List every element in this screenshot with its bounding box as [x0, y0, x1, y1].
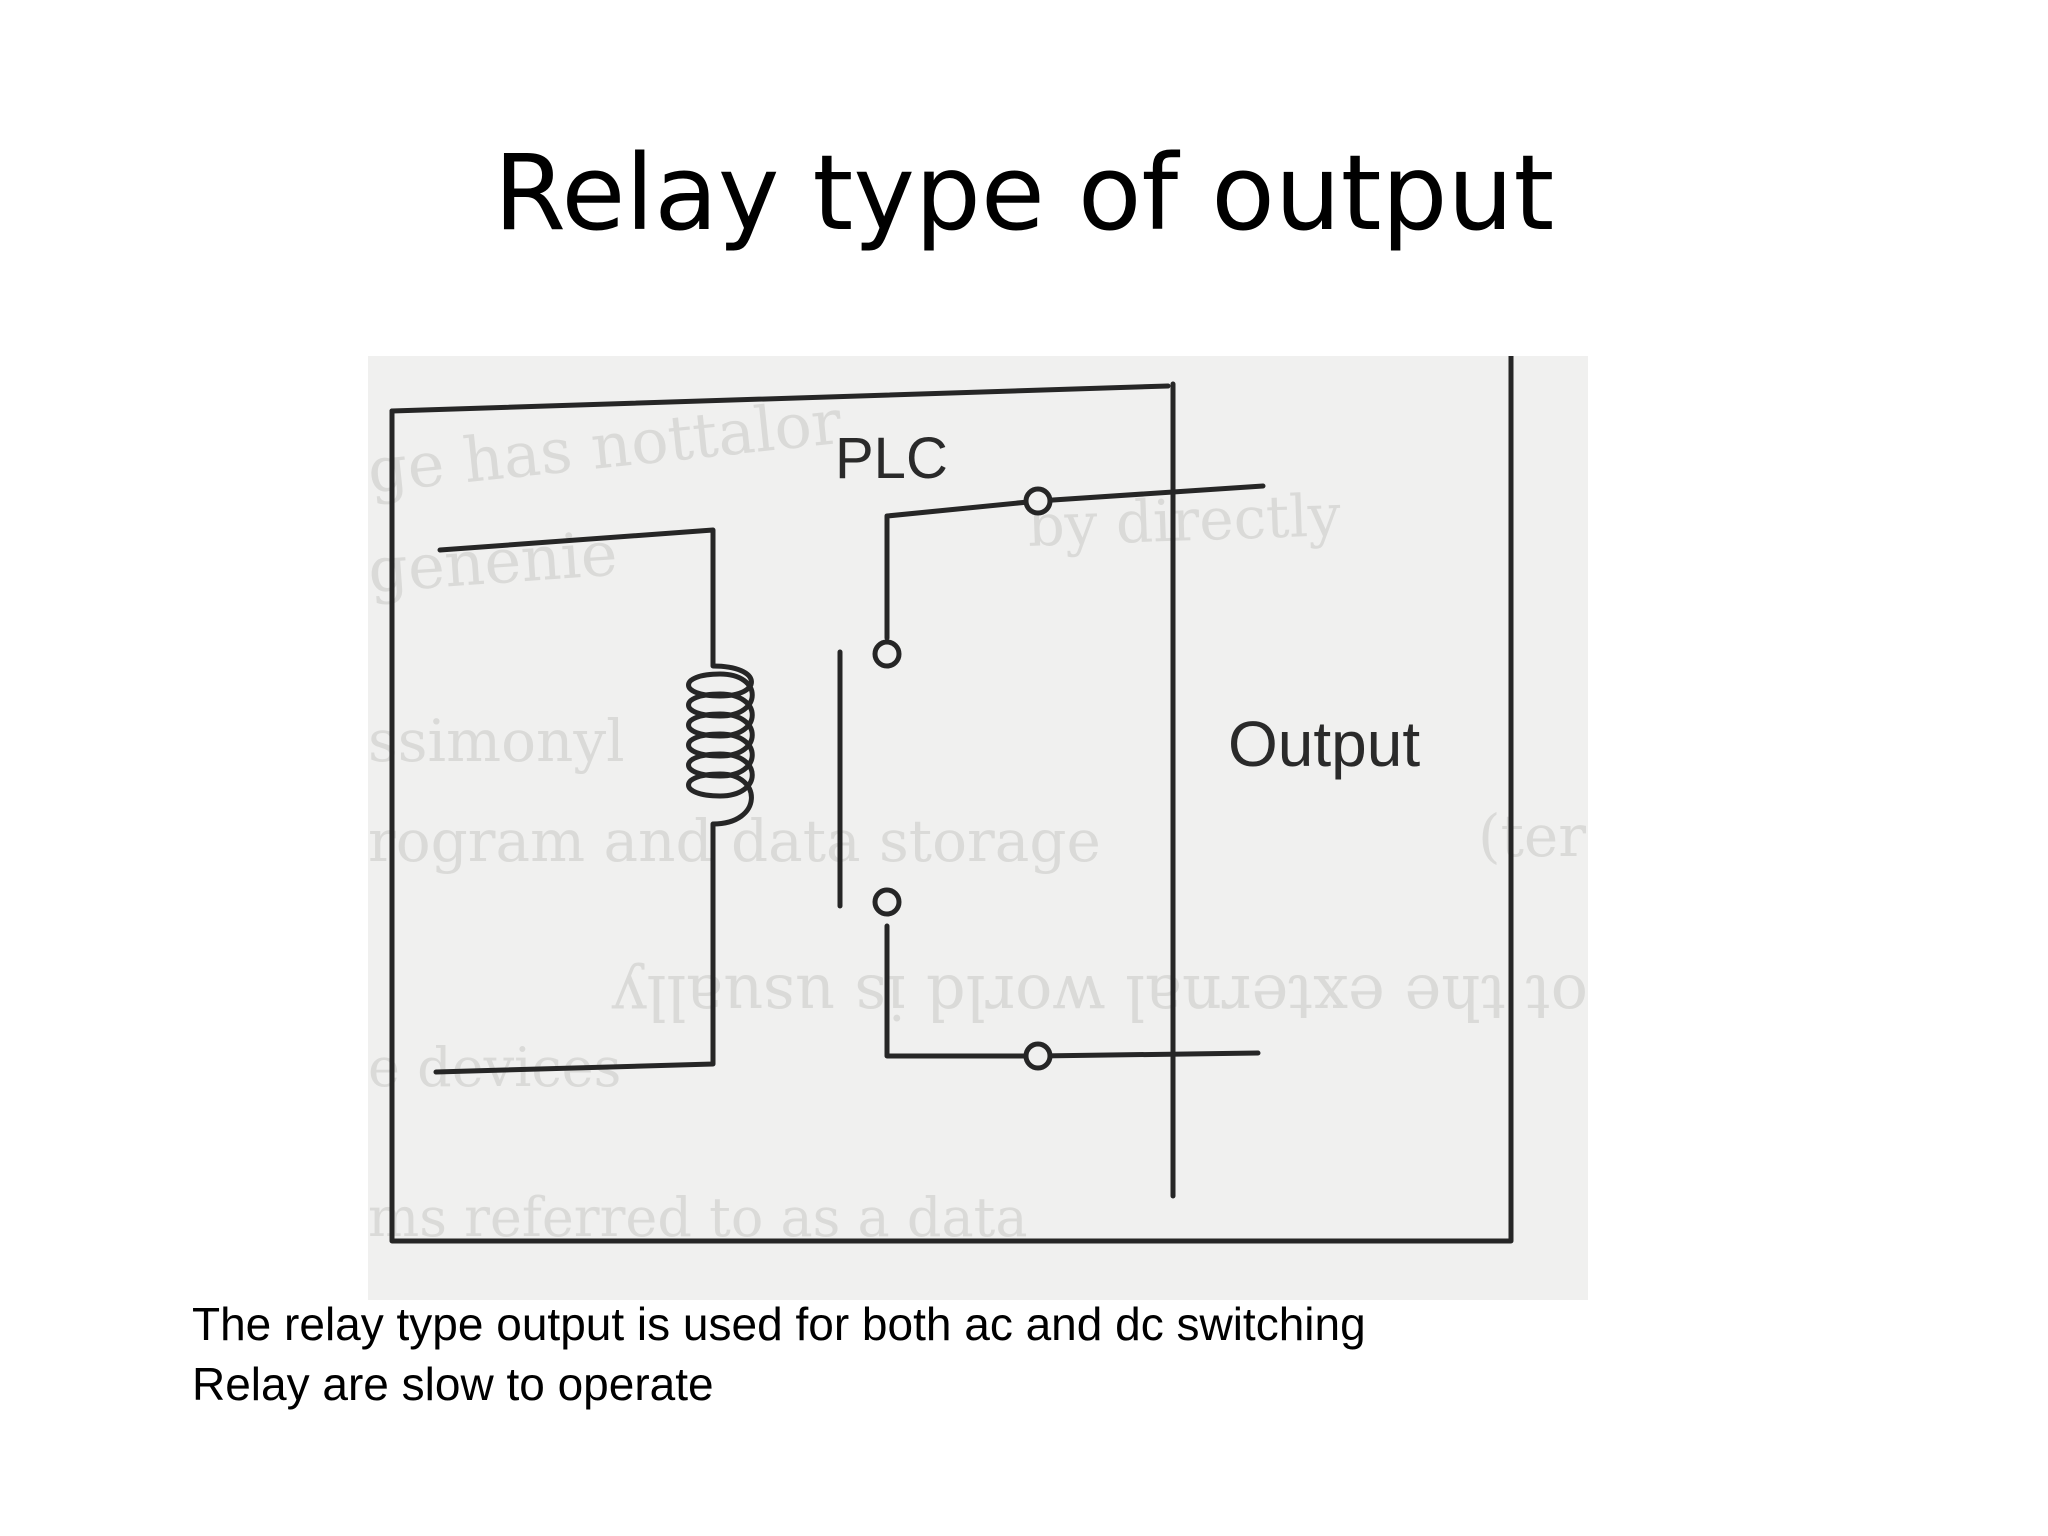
upper-contact-terminal	[872, 639, 902, 669]
svg-text:by directly: by directly	[1026, 481, 1342, 560]
upper-output-terminal	[1023, 486, 1053, 516]
svg-text:genenie: genenie	[368, 517, 620, 607]
lower-contact-wire	[884, 923, 1041, 1059]
upper-output-wire	[1035, 483, 1266, 504]
relay-diagram-photo: ge has nottalor genenie by directly ssim…	[368, 356, 1588, 1300]
caption: The relay type output is used for both a…	[192, 1294, 1366, 1414]
svg-text:rogram and data storage: rogram and data storage	[368, 807, 1101, 875]
coil-top-wire	[437, 527, 716, 669]
enclosure-top-edge	[389, 383, 1171, 414]
caption-line-slow: Relay are slow to operate	[192, 1358, 714, 1410]
relay-circuit-diagram: ge has nottalor genenie by directly ssim…	[368, 356, 1588, 1249]
lower-output-terminal	[1023, 1041, 1053, 1071]
lower-output-wire	[1035, 1050, 1261, 1059]
plc-label: PLC	[835, 426, 948, 491]
bleed-through-texture: ge has nottalor genenie by directly ssim…	[368, 385, 1588, 1249]
upper-contact-wire	[884, 498, 1041, 641]
lower-contact-terminal	[872, 887, 902, 917]
svg-text:ot the external world is usual: ot the external world is usually	[612, 961, 1588, 1034]
slide-title: Relay type of output	[493, 132, 1555, 254]
relay-coil	[686, 663, 755, 827]
coil-bottom-wire	[433, 821, 716, 1075]
svg-text:ssimonyl: ssimonyl	[368, 707, 625, 775]
svg-text:(ter: (ter	[1478, 802, 1586, 870]
caption-line-ac-dc: The relay type output is used for both a…	[192, 1298, 1366, 1350]
output-label: Output	[1228, 708, 1420, 780]
enclosure-box	[389, 356, 1514, 1244]
